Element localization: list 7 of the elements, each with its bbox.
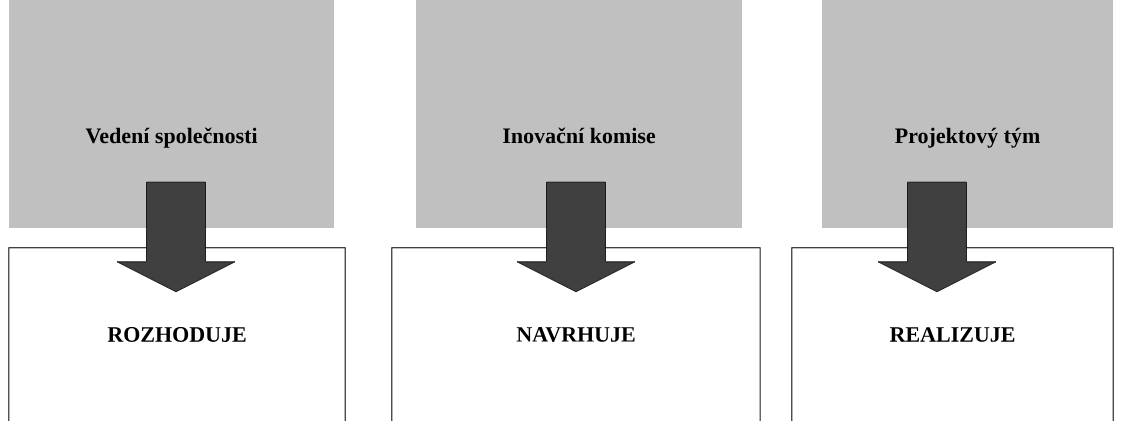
block-arrow — [116, 181, 236, 293]
role-box: REALIZUJE — [791, 247, 1114, 421]
block-arrow — [516, 181, 636, 293]
group-box: Vedení společnosti — [9, 0, 334, 228]
group-box: Projektový tým — [822, 0, 1113, 228]
block-arrow — [877, 181, 997, 293]
group-box: Inovační komise — [416, 0, 742, 228]
